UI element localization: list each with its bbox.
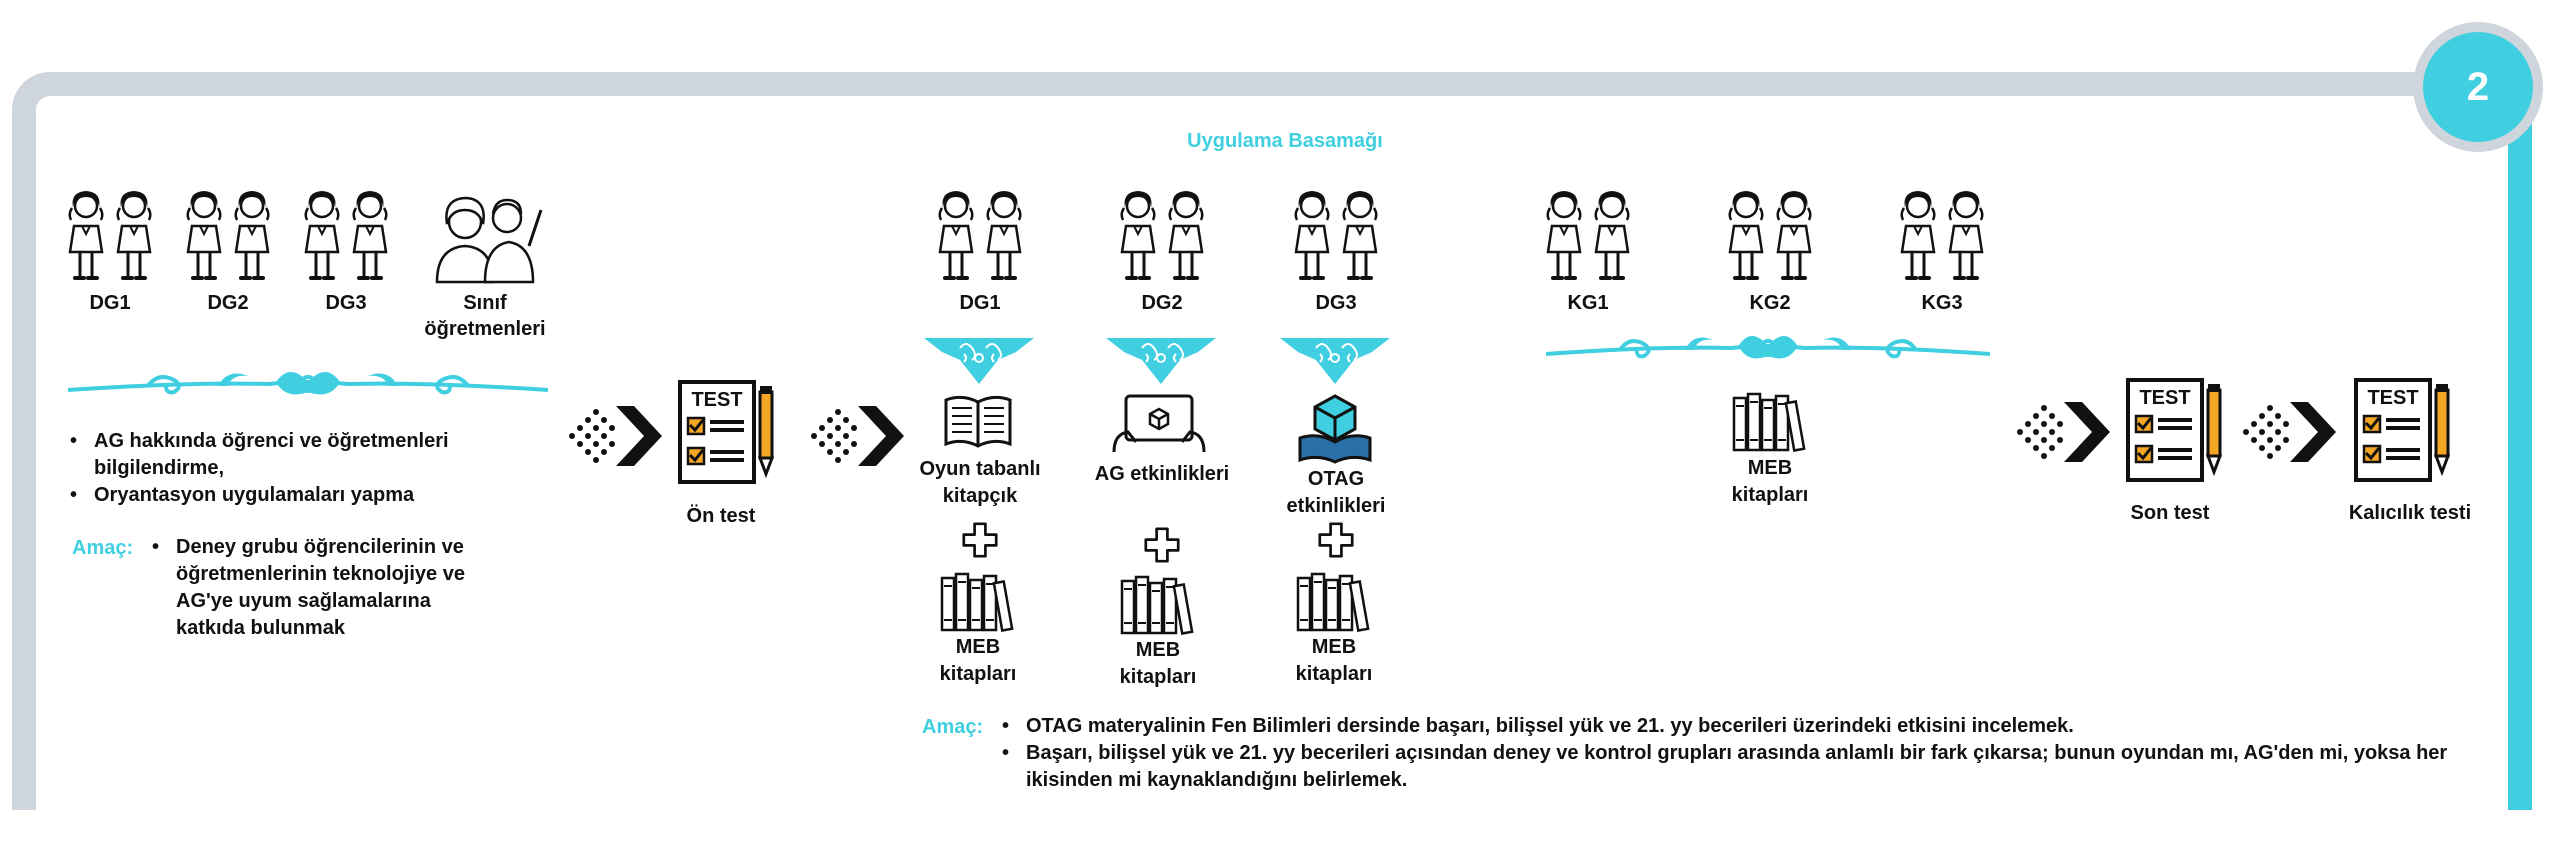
material-label: Oyun tabanlı kitapçık — [919, 458, 1041, 507]
pretest-label: Ön test — [686, 505, 756, 527]
students-icon — [1724, 186, 1816, 286]
group-label: DG1 — [89, 292, 131, 314]
students-icon — [1542, 186, 1634, 286]
bullet-item: Başarı, bilişsel yük ve 21. yy beceriler… — [994, 740, 2484, 794]
test-icon — [2124, 376, 2224, 486]
group-kg2: KG2 — [1722, 186, 1818, 316]
book-icon — [944, 395, 1012, 448]
tablet-ar-icon — [1112, 394, 1206, 453]
divider-ornament-left — [68, 360, 548, 404]
bottom-aim-label: Amaç: — [922, 716, 984, 738]
step-badge: 2 — [2413, 22, 2543, 152]
posttest-label: Son test — [2130, 502, 2210, 524]
group-dg2: DG2 — [1114, 186, 1210, 316]
bullet-item: Oryantasyon uygulamaları yapma — [62, 482, 502, 509]
material-label: OTAG etkinlikleri — [1286, 468, 1386, 517]
plus-icon — [1318, 522, 1354, 558]
stage-title: Uygulama Basamağı — [1187, 130, 1383, 152]
group-ornament — [1106, 336, 1216, 386]
bottom-bullets: OTAG materyalinin Fen Bilimleri dersinde… — [994, 713, 2484, 794]
students-icon — [182, 186, 274, 286]
bullet-item: AG hakkında öğrenci ve öğretmenleri bilg… — [62, 428, 502, 482]
students-icon — [1116, 186, 1208, 286]
double-arrow-icon — [2014, 400, 2110, 464]
books-label: MEB kitapları — [1119, 639, 1197, 688]
students-icon — [1290, 186, 1382, 286]
left-aim-label: Amaç: — [72, 537, 134, 559]
teachers-group: Sınıf öğretmenleri — [412, 192, 558, 342]
students-icon — [64, 186, 156, 286]
cube-book-icon — [1298, 394, 1372, 464]
books-icon — [1118, 573, 1198, 637]
teachers-label: Sınıf öğretmenleri — [424, 292, 546, 340]
double-arrow-icon — [808, 404, 904, 468]
books-label: MEB kitapları — [939, 636, 1017, 685]
students-icon — [300, 186, 392, 286]
books-icon — [938, 570, 1018, 634]
group-dg3-left: DG3 — [298, 186, 394, 316]
books-icon — [1730, 390, 1810, 454]
material-label: AG etkinlikleri — [1094, 463, 1230, 485]
bullet-item: OTAG materyalinin Fen Bilimleri dersinde… — [994, 713, 2484, 740]
plus-icon — [1144, 527, 1180, 563]
books-icon — [1294, 570, 1374, 634]
group-dg2-left: DG2 — [180, 186, 276, 316]
group-label: DG2 — [207, 292, 249, 314]
group-ornament — [1280, 336, 1390, 386]
group-dg1-left: DG1 — [62, 186, 158, 316]
group-label: DG3 — [325, 292, 367, 314]
group-dg1: DG1 — [932, 186, 1028, 316]
group-kg1: KG1 — [1540, 186, 1636, 316]
group-kg3: KG3 — [1894, 186, 1990, 316]
group-label: DG1 — [959, 292, 1001, 314]
group-label: KG3 — [1921, 292, 1963, 314]
students-icon — [934, 186, 1026, 286]
retention-label: Kalıcılık testi — [2348, 502, 2472, 524]
group-dg3: DG3 — [1288, 186, 1384, 316]
teachers-icon — [435, 196, 543, 284]
left-bullets: AG hakkında öğrenci ve öğretmenleri bilg… — [62, 428, 502, 509]
double-arrow-icon — [566, 404, 662, 468]
students-icon — [1896, 186, 1988, 286]
control-books-label: MEB kitapları — [1731, 457, 1809, 506]
group-label: KG2 — [1749, 292, 1791, 314]
test-icon — [676, 378, 776, 488]
double-arrow-icon — [2240, 400, 2336, 464]
left-aim: Deney grubu öğrencilerinin ve öğretmenle… — [144, 534, 504, 642]
test-icon — [2352, 376, 2452, 486]
books-label: MEB kitapları — [1295, 636, 1373, 685]
divider-ornament-control — [1546, 324, 1990, 368]
group-label: KG1 — [1567, 292, 1609, 314]
group-label: DG2 — [1141, 292, 1183, 314]
plus-icon — [962, 522, 998, 558]
group-label: DG3 — [1315, 292, 1357, 314]
group-ornament — [924, 336, 1034, 386]
bullet-item: Deney grubu öğrencilerinin ve öğretmenle… — [144, 534, 504, 642]
diagram-frame — [12, 72, 2532, 810]
